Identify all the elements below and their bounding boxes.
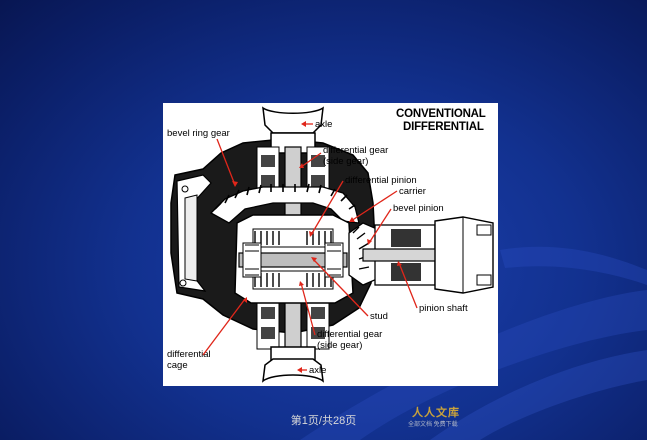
- label-side-gear-bottom-1: differential gear: [317, 329, 382, 340]
- logo-main-text: 人人文库: [412, 407, 460, 419]
- differential-diagram: CONVENTIONAL DIFFERENTIAL axle bevel rin…: [163, 103, 498, 386]
- label-differential-cage-1: differential: [167, 349, 211, 360]
- label-differential-cage-2: cage: [167, 360, 188, 371]
- label-pinion-shaft: pinion shaft: [419, 303, 468, 314]
- bevel-ring-gear: [209, 183, 360, 224]
- page-indicator-text: 第1页/共28页: [290, 415, 357, 427]
- label-side-gear-top-2: (side gear): [323, 156, 368, 167]
- watermark-logo: 人人文库 全部文档 免费下载: [408, 404, 464, 432]
- leader-arrowheads: [232, 121, 402, 373]
- label-stud: stud: [370, 311, 388, 322]
- label-carrier: carrier: [399, 186, 426, 197]
- diagram-title-line-2: DIFFERENTIAL: [403, 121, 484, 133]
- label-differential-pinion: differential pinion: [345, 175, 417, 186]
- label-axle-bottom: axle: [309, 365, 326, 376]
- leader-lines: [202, 123, 418, 371]
- logo-sub-text: 全部文档 免费下载: [408, 422, 458, 428]
- label-axle-top: axle: [315, 119, 332, 130]
- label-bevel-pinion: bevel pinion: [393, 203, 444, 214]
- label-side-gear-top-1: differential gear: [323, 145, 388, 156]
- diagram-title-line-1: CONVENTIONAL: [396, 108, 486, 120]
- label-bevel-ring-gear: bevel ring gear: [167, 128, 230, 139]
- diagram-drawing: CONVENTIONAL DIFFERENTIAL axle bevel rin…: [167, 106, 494, 383]
- bevel-pinion-assembly: [348, 216, 494, 294]
- differential-cage-body: [234, 214, 354, 304]
- page-indicator: 第1页/共28页: [0, 412, 647, 428]
- label-side-gear-bottom-2: (side gear): [317, 340, 362, 351]
